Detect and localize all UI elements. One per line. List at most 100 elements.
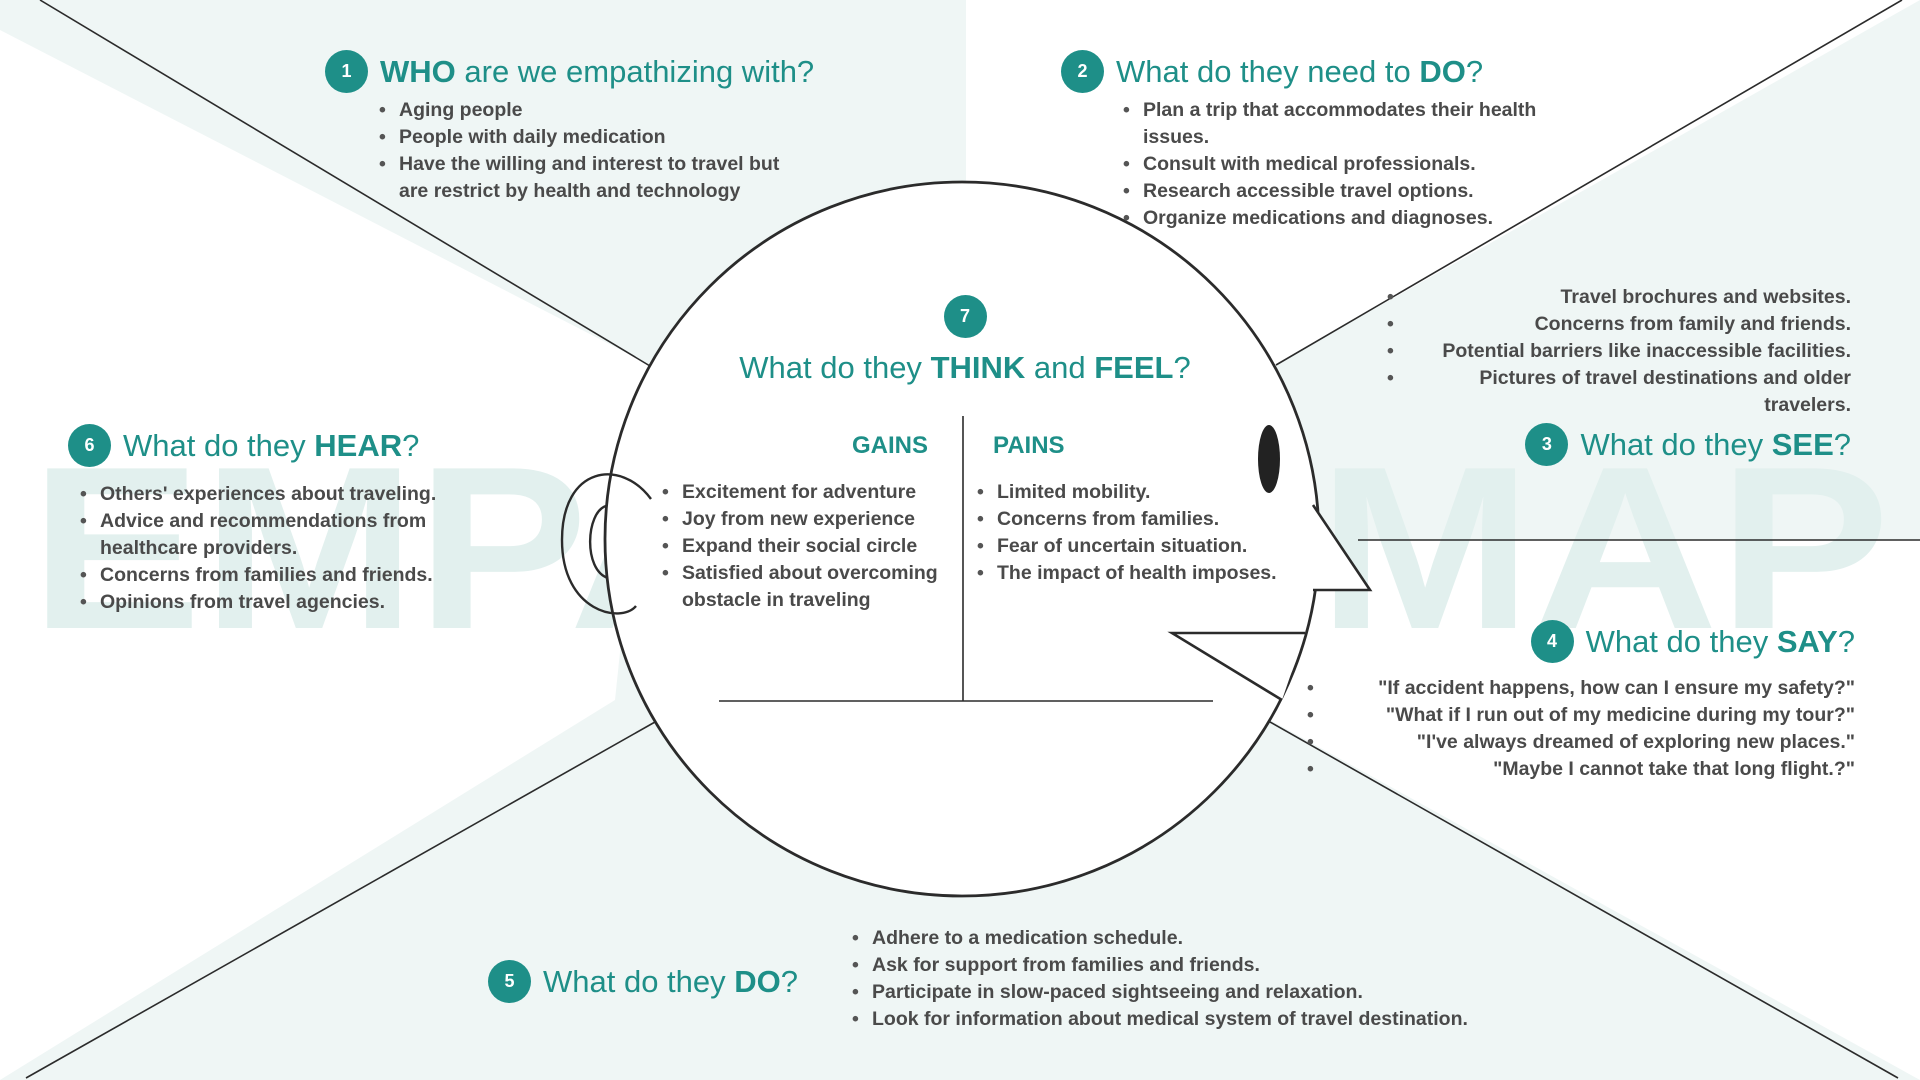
list-item: Joy from new experience <box>660 506 960 533</box>
list-item: Others' experiences about traveling. <box>78 481 478 508</box>
list-item: Organize medications and diagnoses. <box>1121 205 1541 232</box>
say-header: 4 What do they SAY? <box>1305 620 1855 663</box>
pains-section: Limited mobility. Concerns from families… <box>975 479 1295 587</box>
step-badge-1: 1 <box>325 50 368 93</box>
think-feel-title-post: ? <box>1173 350 1191 385</box>
do-header: 5 What do they DO? <box>488 960 798 1003</box>
hear-list: Others' experiences about traveling. Adv… <box>78 481 478 616</box>
hear-section: 6 What do they HEAR? Others' experiences… <box>68 424 478 616</box>
list-item: Concerns from families and friends. <box>78 562 478 589</box>
list-item: Limited mobility. <box>975 479 1295 506</box>
step-badge-2: 2 <box>1061 50 1104 93</box>
think-feel-title-bold-think: THINK <box>930 350 1026 385</box>
say-title-pre: What do they <box>1585 623 1777 659</box>
list-item: Have the willing and interest to travel … <box>377 151 807 205</box>
hear-header: 6 What do they HEAR? <box>68 424 478 467</box>
gains-list: Excitement for adventure Joy from new ex… <box>660 479 960 614</box>
mouth-shape <box>1167 631 1305 702</box>
eye-shape <box>1258 425 1280 493</box>
hear-title: What do they HEAR? <box>123 428 419 464</box>
need-to-do-title-post: ? <box>1465 53 1484 89</box>
do-list: Adhere to a medication schedule. Ask for… <box>850 925 1550 1033</box>
need-to-do-list: Plan a trip that accommodates their heal… <box>1121 97 1541 232</box>
who-title-bold: WHO <box>380 53 456 89</box>
need-to-do-title-bold: DO <box>1419 53 1466 89</box>
list-item: Expand their social circle <box>660 533 960 560</box>
list-item: Participate in slow-paced sightseeing an… <box>850 979 1550 1006</box>
list-item: Potential barriers like inaccessible fac… <box>1385 338 1851 365</box>
list-item: Fear of uncertain situation. <box>975 533 1295 560</box>
hear-title-post: ? <box>402 427 420 463</box>
think-feel-header: 7 What do they THINK and FEEL? <box>700 295 1230 386</box>
think-feel-title-pre: What do they <box>739 350 931 385</box>
step-badge-4: 4 <box>1530 620 1574 663</box>
list-item: The impact of health imposes. <box>975 560 1295 587</box>
do-title-post: ? <box>780 963 799 999</box>
see-section: Travel brochures and websites. Concerns … <box>1385 284 1851 466</box>
say-title-post: ? <box>1837 623 1855 659</box>
step-badge-6: 6 <box>68 424 111 467</box>
gains-title: GAINS <box>852 432 929 459</box>
list-item: Excitement for adventure <box>660 479 960 506</box>
see-title-pre: What do they <box>1580 426 1772 462</box>
list-item: Travel brochures and websites. <box>1385 284 1851 311</box>
who-header: 1 WHO are we empathizing with? <box>325 50 814 93</box>
do-title-pre: What do they <box>543 963 735 999</box>
list-item: Satisfied about overcoming obstacle in t… <box>660 560 960 614</box>
who-title-rest: are we empathizing with? <box>455 53 815 89</box>
think-feel-title: What do they THINK and FEEL? <box>700 350 1230 386</box>
list-item: Research accessible travel options. <box>1121 178 1541 205</box>
say-title: What do they SAY? <box>1586 624 1855 660</box>
who-title: WHO are we empathizing with? <box>380 54 814 90</box>
who-list: Aging people People with daily medicatio… <box>377 97 807 205</box>
who-section: 1 WHO are we empathizing with? Aging peo… <box>325 50 814 205</box>
step-badge-3: 3 <box>1525 423 1569 466</box>
gains-section: Excitement for adventure Joy from new ex… <box>660 479 960 614</box>
see-title: What do they SEE? <box>1580 427 1851 463</box>
step-badge-5: 5 <box>488 960 531 1003</box>
pains-list: Limited mobility. Concerns from families… <box>975 479 1295 587</box>
list-item: Opinions from travel agencies. <box>78 589 478 616</box>
hear-title-bold: HEAR <box>314 427 403 463</box>
need-to-do-title-pre: What do they need to <box>1116 53 1420 89</box>
do-header-wrap: 5 What do they DO? <box>488 960 798 1003</box>
list-item: Plan a trip that accommodates their heal… <box>1121 97 1541 151</box>
list-item: Concerns from family and friends. <box>1385 311 1851 338</box>
do-title-bold: DO <box>734 963 781 999</box>
list-item: "If accident happens, how can I ensure m… <box>1305 675 1855 702</box>
list-item: Pictures of travel destinations and olde… <box>1385 365 1851 419</box>
ear-outer <box>560 473 652 615</box>
see-title-post: ? <box>1833 426 1851 462</box>
do-title: What do they DO? <box>543 964 798 1000</box>
ear-inner <box>589 504 609 580</box>
see-header: 3 What do they SEE? <box>1385 423 1851 466</box>
list-item: People with daily medication <box>377 124 807 151</box>
do-section: Adhere to a medication schedule. Ask for… <box>850 925 1550 1033</box>
need-to-do-section: 2 What do they need to DO? Plan a trip t… <box>1061 50 1541 232</box>
list-item: Look for information about medical syste… <box>850 1006 1550 1033</box>
say-list: "If accident happens, how can I ensure m… <box>1305 675 1855 783</box>
step-badge-7: 7 <box>943 295 987 338</box>
nose-shape <box>1311 504 1373 592</box>
list-item: Advice and recommendations from healthca… <box>78 508 478 562</box>
list-item: Ask for support from families and friend… <box>850 952 1550 979</box>
list-item: "I've always dreamed of exploring new pl… <box>1305 729 1855 756</box>
list-item: "What if I run out of my medicine during… <box>1305 702 1855 729</box>
say-title-bold: SAY <box>1776 623 1838 659</box>
need-to-do-title: What do they need to DO? <box>1116 54 1483 90</box>
see-title-bold: SEE <box>1771 426 1834 462</box>
pains-title: PAINS <box>993 432 1065 459</box>
think-feel-title-mid: and <box>1025 350 1095 385</box>
divider-top-right <box>1275 0 1903 366</box>
think-feel-title-bold-feel: FEEL <box>1094 350 1174 385</box>
list-item: Aging people <box>377 97 807 124</box>
need-to-do-header: 2 What do they need to DO? <box>1061 50 1541 93</box>
list-item: Consult with medical professionals. <box>1121 151 1541 178</box>
say-section: 4 What do they SAY? "If accident happens… <box>1305 620 1855 783</box>
divider-bottom-left <box>25 721 656 1079</box>
list-item: "Maybe I cannot take that long flight.?" <box>1305 756 1855 783</box>
hear-title-pre: What do they <box>123 427 315 463</box>
list-item: Adhere to a medication schedule. <box>850 925 1550 952</box>
see-list: Travel brochures and websites. Concerns … <box>1385 284 1851 419</box>
